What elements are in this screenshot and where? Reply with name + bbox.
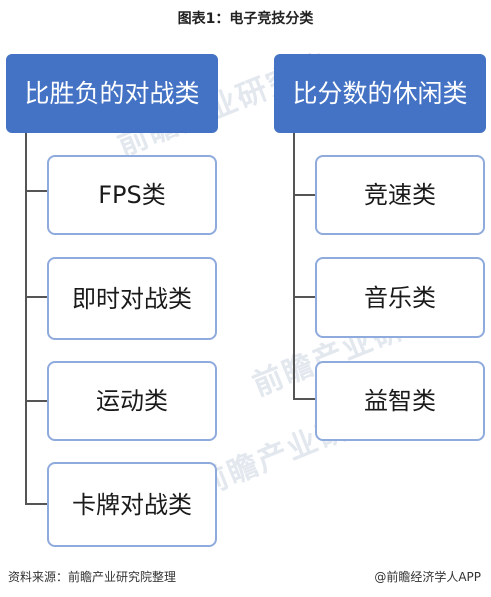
left-item-card-battle: 卡牌对战类 <box>47 462 217 547</box>
left-item-realtime-battle: 即时对战类 <box>47 257 217 340</box>
left-item-sports: 运动类 <box>47 361 217 441</box>
right-connector-vertical <box>293 133 295 400</box>
right-item-racing: 竞速类 <box>315 155 485 235</box>
right-item-puzzle: 益智类 <box>315 361 485 441</box>
right-connector-2 <box>293 296 315 298</box>
figure-title: 图表1：电子竞技分类 <box>177 11 314 27</box>
right-group-header: 比分数的休闲类 <box>274 54 486 133</box>
left-group-header: 比胜负的对战类 <box>6 54 218 133</box>
right-connector-3 <box>293 398 315 400</box>
left-connector-2 <box>25 296 47 298</box>
left-connector-3 <box>25 400 47 402</box>
left-connector-1 <box>25 190 47 192</box>
right-item-music: 音乐类 <box>315 257 485 338</box>
source-note: 资料来源：前瞻产业研究院整理 <box>8 570 177 584</box>
left-connector-vertical <box>25 133 27 504</box>
left-connector-4 <box>25 503 47 505</box>
left-item-fps: FPS类 <box>47 155 217 235</box>
app-credit: @前瞻经济学人APP <box>374 570 481 584</box>
right-connector-1 <box>293 194 315 196</box>
